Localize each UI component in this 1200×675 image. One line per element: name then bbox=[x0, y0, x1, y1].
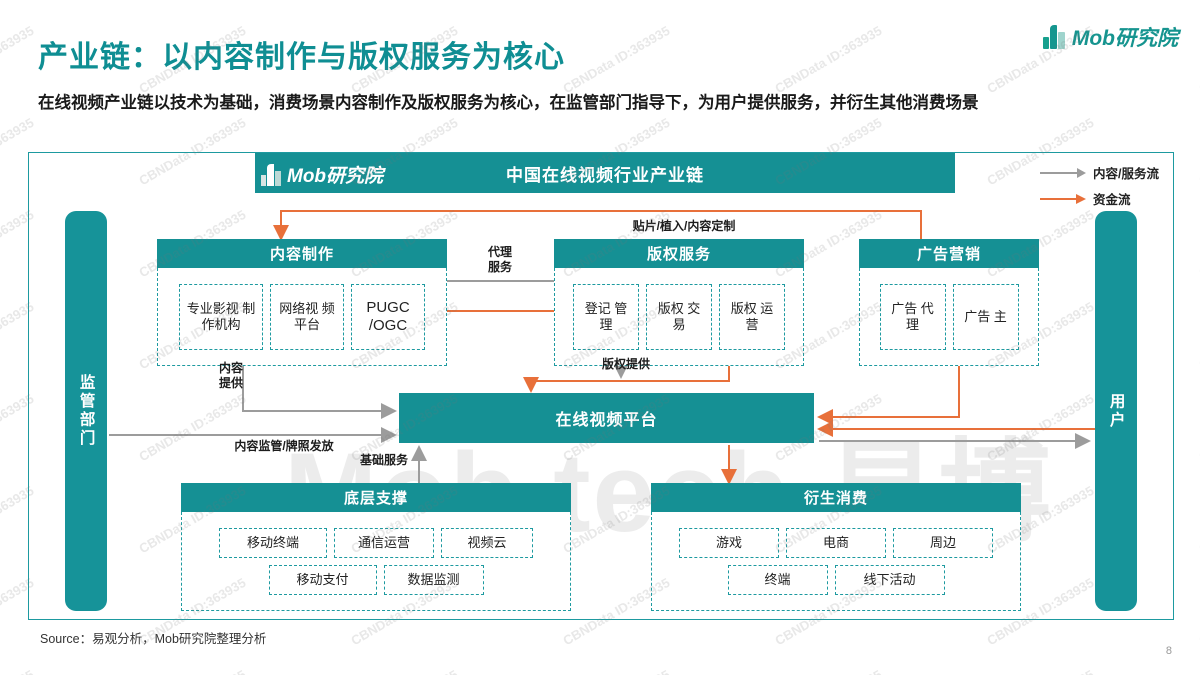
brand-logo: Mob研究院 bbox=[1042, 22, 1178, 52]
mob-logo-icon bbox=[1042, 25, 1065, 49]
diagram-logo: Mob研究院 bbox=[261, 161, 383, 188]
legend-item-content-flow: 内容/服务流 bbox=[1040, 163, 1159, 182]
group-title: 广告营销 bbox=[859, 239, 1039, 268]
chip-item: 游戏 bbox=[679, 527, 779, 558]
group-infrastructure: 底层支撑 移动终端 通信运营 视频云 移动支付 数据监测 bbox=[181, 483, 571, 611]
group-title: 内容制作 bbox=[157, 239, 447, 268]
group-title: 衍生消费 bbox=[651, 483, 1021, 512]
watermark-text: CBNData ID:363935 bbox=[1196, 115, 1200, 189]
watermark-text: CBNData ID:363935 bbox=[136, 0, 248, 4]
diagram-title: 中国在线视频行业产业链 bbox=[255, 153, 955, 193]
watermark-text: CBNData ID:363935 bbox=[772, 667, 884, 675]
chip-item: 专业影视 制作机构 bbox=[179, 283, 263, 350]
flow-label-content-regulation: 内容监管/牌照发放 bbox=[234, 439, 334, 453]
watermark-text: CBNData ID:363935 bbox=[348, 667, 460, 675]
watermark-text: CBNData ID:363935 bbox=[772, 22, 885, 97]
chip-item: 网络视 频平台 bbox=[270, 283, 344, 350]
group-title: 底层支撑 bbox=[181, 483, 571, 512]
page-title: 产业链：以内容制作与版权服务为核心 bbox=[38, 41, 565, 74]
legend: 内容/服务流 资金流 bbox=[1040, 163, 1159, 215]
chip-item: 版权 运营 bbox=[719, 283, 785, 350]
watermark-text: CBNData ID:363935 bbox=[1196, 299, 1200, 373]
chip-item: 通信运营 bbox=[334, 527, 434, 558]
watermark-text: CBNData ID:363935 bbox=[772, 0, 884, 4]
watermark-text: CBNData ID:363935 bbox=[1196, 23, 1200, 97]
diagram-logo-label: Mob研究院 bbox=[287, 166, 384, 187]
group-derivative-consumption: 衍生消费 游戏 电商 周边 终端 线下活动 bbox=[651, 483, 1021, 611]
pillar-user: 用户 bbox=[1095, 211, 1137, 611]
mob-logo-icon-small bbox=[261, 163, 281, 186]
industry-chain-diagram: Mob.tech 易博 bbox=[28, 152, 1174, 620]
pillar-user-label: 用户 bbox=[1107, 392, 1125, 430]
chip-item: 线下活动 bbox=[834, 564, 945, 595]
flow-label-basic-service: 基础服务 bbox=[359, 453, 408, 467]
chip-item: 版权 交易 bbox=[646, 283, 712, 350]
group-title: 版权服务 bbox=[554, 239, 804, 268]
watermark-text: CBNData ID:363935 bbox=[1196, 575, 1200, 649]
pillar-regulator: 监管部门 bbox=[65, 211, 107, 611]
watermark-text: CBNData ID:363935 bbox=[984, 0, 1096, 4]
chip-item: 广告 主 bbox=[952, 283, 1019, 350]
watermark-text: CBNData ID:363935 bbox=[0, 22, 37, 96]
watermark-text: CBNData ID:363935 bbox=[0, 0, 36, 4]
flow-label-content-supply: 内容 提供 bbox=[218, 361, 243, 390]
legend-label: 资金流 bbox=[1093, 193, 1131, 207]
chip-item: 登记 管理 bbox=[573, 283, 639, 350]
source-note: Source：易观分析，Mob研究院整理分析 bbox=[40, 632, 267, 646]
watermark-text: CBNData ID:363935 bbox=[1196, 391, 1200, 465]
flow-label-copyright-supply: 版权提供 bbox=[601, 357, 650, 371]
chip-item: 移动终端 bbox=[219, 527, 327, 558]
watermark-text: CBNData ID:363935 bbox=[984, 667, 1096, 675]
platform-label: 在线视频平台 bbox=[555, 412, 658, 429]
watermark-text: CBNData ID:363935 bbox=[1196, 667, 1200, 675]
page-subtitle: 在线视频产业链以技术为基础，消费场景内容制作及版权服务为核心，在监管部门指导下，… bbox=[38, 94, 979, 112]
legend-item-capital-flow: 资金流 bbox=[1040, 189, 1159, 208]
chip-item: PUGC /OGC bbox=[351, 283, 425, 350]
watermark-text: CBNData ID:363935 bbox=[1196, 207, 1200, 281]
watermark-text: CBNData ID:363935 bbox=[560, 22, 673, 97]
chip-item: 数据监测 bbox=[383, 564, 484, 595]
watermark-text: CBNData ID:363935 bbox=[0, 667, 36, 675]
chip-item: 广告 代理 bbox=[879, 283, 946, 350]
online-video-platform: 在线视频平台 bbox=[399, 393, 814, 443]
group-content-production: 内容制作 专业影视 制作机构 网络视 频平台 PUGC /OGC bbox=[157, 239, 447, 366]
flow-label-ad-insert: 贴片/植入/内容定制 bbox=[632, 219, 736, 233]
brand-name: Mob研究院 bbox=[1071, 27, 1178, 50]
watermark-text: CBNData ID:363935 bbox=[1196, 483, 1200, 557]
arrow-right-icon bbox=[1040, 167, 1087, 178]
group-ad-marketing: 广告营销 广告 代理 广告 主 bbox=[859, 239, 1039, 366]
legend-label: 内容/服务流 bbox=[1093, 167, 1159, 181]
pillar-regulator-label: 监管部门 bbox=[77, 374, 95, 448]
group-copyright-service: 版权服务 登记 管理 版权 交易 版权 运营 bbox=[554, 239, 804, 366]
watermark-text: CBNData ID:363935 bbox=[136, 667, 248, 675]
chip-item: 终端 bbox=[727, 564, 828, 595]
arrow-right-icon bbox=[1040, 193, 1087, 204]
flow-label-agency-service: 代理 服务 bbox=[487, 245, 512, 274]
page-number: 8 bbox=[1165, 645, 1172, 657]
chip-item: 移动支付 bbox=[268, 564, 377, 595]
watermark-text: CBNData ID:363935 bbox=[1196, 0, 1200, 4]
watermark-text: CBNData ID:363935 bbox=[560, 0, 672, 4]
watermark-text: CBNData ID:363935 bbox=[560, 667, 672, 675]
chip-item: 视频云 bbox=[441, 527, 533, 558]
watermark-text: CBNData ID:363935 bbox=[348, 0, 460, 4]
chip-item: 周边 bbox=[893, 527, 993, 558]
chip-item: 电商 bbox=[786, 527, 886, 558]
